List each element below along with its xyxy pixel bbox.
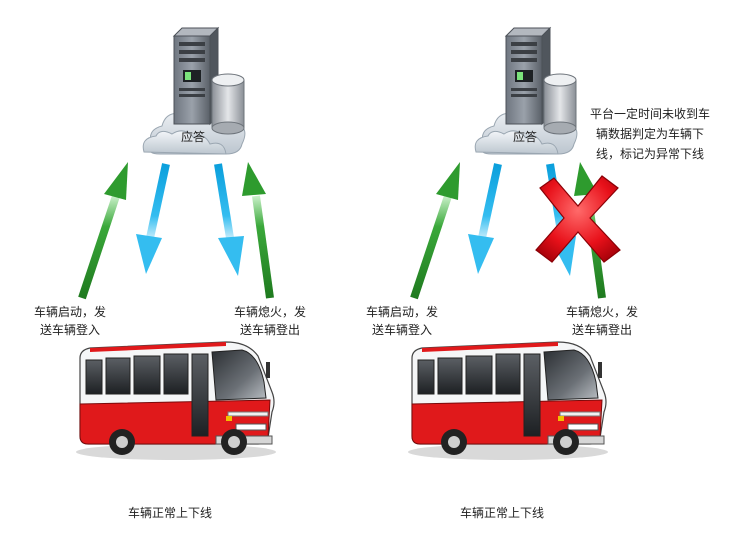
login-label-line2: 送车辆登入 [39,323,100,337]
login-label: 车辆启动，发 送车辆登入 [354,303,450,339]
bus-icon [75,341,277,461]
logout-label: 车辆熄火，发 送车辆登出 [222,303,318,339]
panel-caption: 车辆正常上下线 [459,506,544,520]
panel-caption: 车辆正常上下线 [127,506,212,520]
login-response-arrow [136,163,170,274]
login-label-line2: 送车辆登入 [371,323,432,337]
timeout-note: 平台一定时间未收到车 辆数据判定为车辆下 线，标记为异常下线 [584,104,716,164]
timeout-note-line3: 线，标记为异常下线 [595,147,704,161]
logout-label-line1: 车辆熄火，发 [233,305,306,319]
failed-cross-icon [535,175,621,263]
logout-label-line1: 车辆熄火，发 [565,305,638,319]
logout-label-line2: 送车辆登出 [571,323,632,337]
right-panel-art [407,27,621,461]
login-arrow [410,162,460,300]
server-response-label: 应答 [512,130,537,144]
logout-label: 车辆熄火，发 送车辆登出 [554,303,650,339]
normal-online-offline-panel: 应答 车辆启动，发 送车辆登入 车辆熄火，发 送车辆登出 车辆正常上下线 [0,0,367,545]
login-response-arrow [468,163,502,274]
timeout-note-line1: 平台一定时间未收到车 [589,107,710,121]
server-response-label: 应答 [180,130,205,144]
bus-icon [407,341,609,461]
timeout-note-line2: 辆数据判定为车辆下 [595,127,704,141]
login-label-line1: 车辆启动，发 [365,305,438,319]
login-arrow [78,162,128,300]
logout-arrow [242,162,274,299]
left-panel-art [75,27,277,461]
login-label-line1: 车辆启动，发 [33,305,106,319]
abnormal-offline-panel: 应答 平台一定时间未收到车 辆数据判定为车辆下 线，标记为异常下线 车辆启动，发… [332,0,710,545]
login-label: 车辆启动，发 送车辆登入 [22,303,118,339]
logout-label-line2: 送车辆登出 [239,323,300,337]
logout-response-arrow [214,163,244,276]
